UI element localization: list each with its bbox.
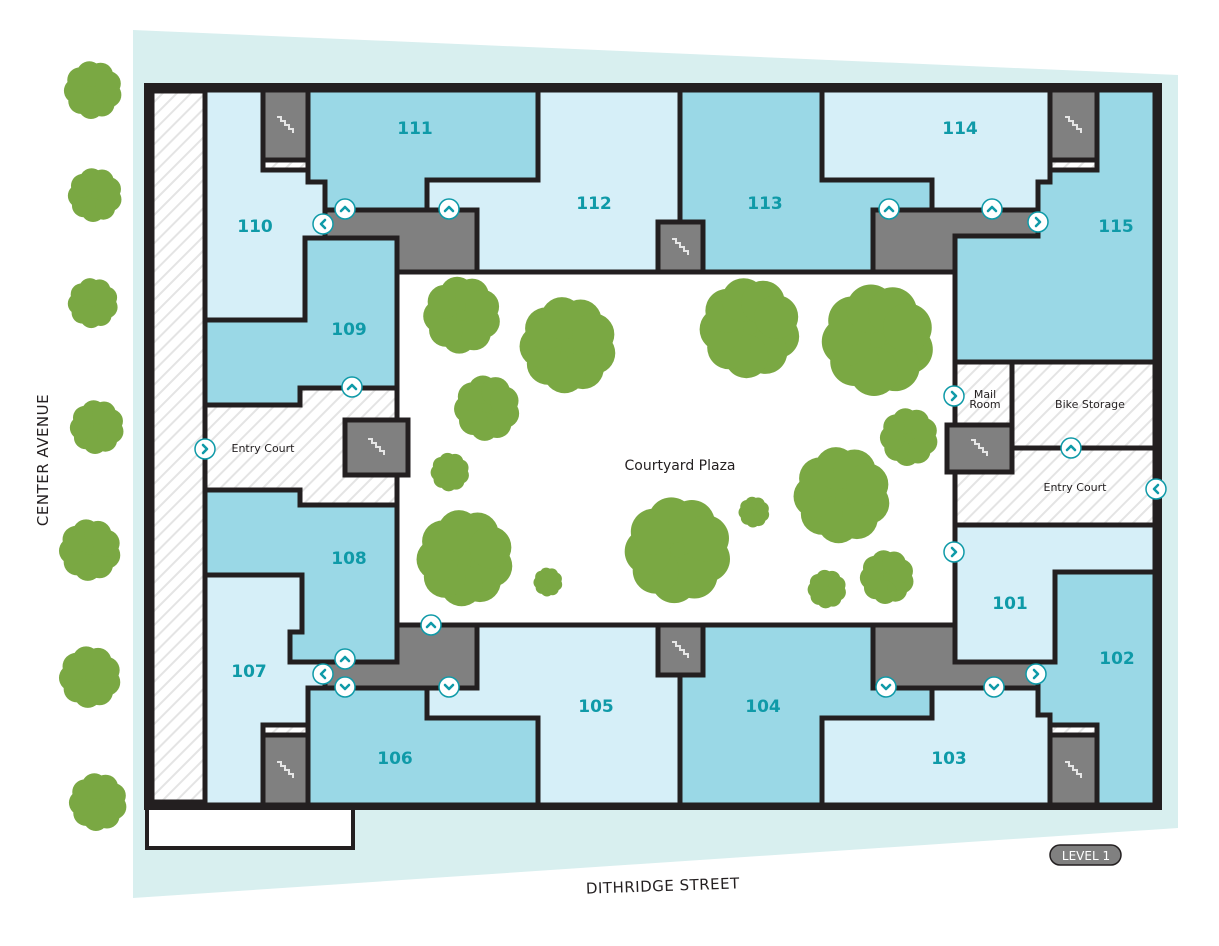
stairwell (342, 417, 411, 478)
tree-icon (58, 646, 121, 708)
unit-label-111: 111 (397, 119, 433, 139)
corridor-top-right (870, 207, 1041, 275)
unit-label-105: 105 (578, 697, 614, 717)
stairs-icon (277, 116, 294, 133)
entrance-arrow-left-icon[interactable] (312, 663, 334, 685)
unit-label-108: 108 (331, 549, 367, 569)
unit-label-104: 104 (745, 697, 781, 717)
entrance-arrow-up-icon[interactable] (420, 614, 442, 636)
entrance-arrow-up-icon[interactable] (334, 198, 356, 220)
unit-label-107: 107 (231, 662, 267, 682)
entrance-arrow-right-icon[interactable] (943, 385, 965, 407)
unit-label-112: 112 (576, 194, 612, 214)
unit-label-109: 109 (331, 320, 367, 340)
tree-icon (58, 519, 121, 581)
unit-label-114: 114 (942, 119, 978, 139)
level-badge: LEVEL 1 (1049, 844, 1122, 866)
unit-label-115: 115 (1098, 217, 1134, 237)
stairs-icon (1065, 116, 1082, 133)
stairs-icon (277, 761, 294, 778)
unit-label-106: 106 (377, 749, 413, 769)
unit-labels: 111 112 113 114 115 110 109 108 107 106 … (231, 119, 1135, 769)
unit-label-110: 110 (237, 217, 273, 237)
entrance-arrow-right-icon[interactable] (943, 541, 965, 563)
entrance-arrow-down-icon[interactable] (875, 676, 897, 698)
stairwell (655, 219, 706, 275)
level-badge-text: LEVEL 1 (1062, 849, 1110, 863)
tree-icon (738, 496, 770, 528)
tree-icon (519, 297, 616, 394)
stairs-icon (672, 641, 689, 658)
entrance-arrow-right-icon[interactable] (1025, 663, 1047, 685)
corridor-bottom-left (322, 622, 480, 691)
entry-court-left-label: Entry Court (232, 442, 296, 455)
courtyard-trees (416, 276, 938, 609)
tree-icon (416, 510, 513, 607)
bike-storage-area[interactable] (1009, 359, 1158, 451)
tree-icon (68, 773, 127, 831)
entrance-arrow-up-icon[interactable] (1060, 437, 1082, 459)
entrance-arrow-up-icon[interactable] (878, 198, 900, 220)
mail-room-label-1: Mail (974, 388, 996, 401)
stairs-icon (971, 439, 988, 456)
corridor-bottom-right (870, 622, 1041, 691)
tree-icon (69, 400, 124, 455)
tree-icon (821, 284, 933, 397)
entrance-arrow-up-icon[interactable] (341, 376, 363, 398)
bottom-left-annex (145, 806, 355, 850)
street-trees (58, 61, 127, 831)
entry-court-right-label: Entry Court (1044, 481, 1108, 494)
unit-label-102: 102 (1099, 649, 1135, 669)
mail-room-label-2: Room (969, 398, 1000, 411)
entrance-arrow-down-icon[interactable] (983, 676, 1005, 698)
street-label-center-avenue: CENTER AVENUE (34, 394, 52, 526)
tree-icon (63, 61, 122, 119)
tree-icon (67, 168, 122, 223)
courtyard-plaza-label: Courtyard Plaza (624, 458, 735, 474)
tree-icon (859, 550, 914, 605)
stairs-icon (368, 438, 385, 455)
entrance-arrow-right-icon[interactable] (1027, 211, 1049, 233)
tree-icon (533, 567, 563, 597)
entrance-arrow-up-icon[interactable] (438, 198, 460, 220)
entrance-arrow-up-icon[interactable] (334, 648, 356, 670)
tree-icon (454, 375, 520, 441)
tree-icon (430, 452, 469, 492)
entrance-arrow-up-icon[interactable] (981, 198, 1003, 220)
stair-icons (277, 116, 1082, 778)
stairs-icon (1065, 761, 1082, 778)
entrance-markers (194, 198, 1167, 698)
bike-storage-label: Bike Storage (1055, 398, 1125, 411)
entrance-arrow-down-icon[interactable] (438, 676, 460, 698)
tree-icon (624, 497, 730, 604)
entrance-arrow-right-icon[interactable] (194, 438, 216, 460)
tree-icon (807, 569, 846, 609)
entrance-arrow-left-icon[interactable] (1145, 478, 1167, 500)
unit-label-113: 113 (747, 194, 783, 214)
tree-icon (699, 278, 800, 379)
tree-icon (67, 278, 118, 329)
tree-icon (879, 408, 938, 466)
tree-icon (423, 276, 500, 354)
entrance-arrow-left-icon[interactable] (312, 213, 334, 235)
entrance-arrow-down-icon[interactable] (334, 676, 356, 698)
stairs-icon (672, 238, 689, 255)
tree-icon (793, 447, 890, 544)
corridor-top-left (322, 207, 480, 275)
unit-label-101: 101 (992, 594, 1028, 614)
street-label-dithridge-street: DITHRIDGE STREET (586, 874, 741, 897)
unit-label-103: 103 (931, 749, 967, 769)
